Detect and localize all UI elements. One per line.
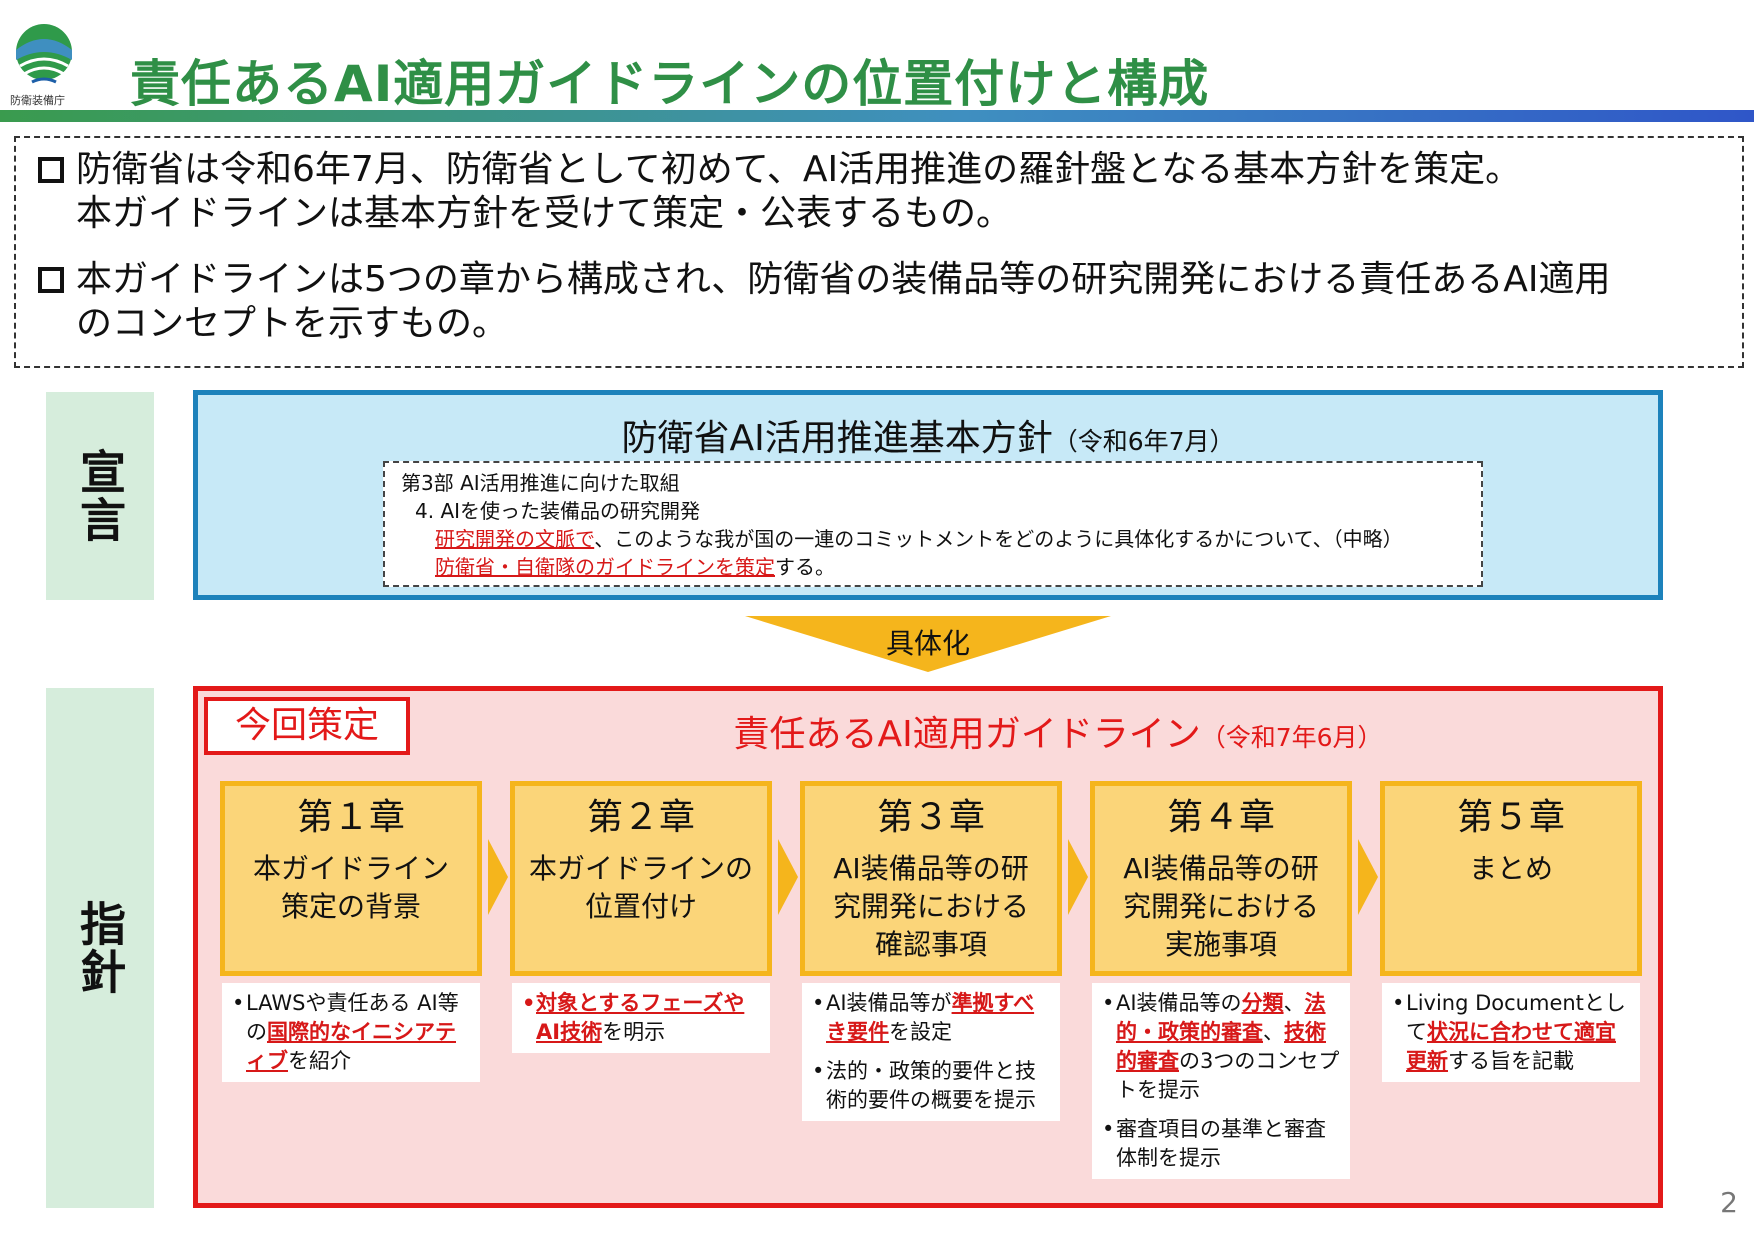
quote-line-1: 第3部 AI活用推進に向けた取組	[401, 471, 680, 495]
chapter-1-box: 第１章 本ガイドライン 策定の背景	[220, 781, 482, 976]
square-bullet-icon	[38, 157, 64, 183]
intro-bullet-2-line1: 本ガイドラインは5つの章から構成され、防衛省の装備品等の研究開発における責任ある…	[76, 259, 1611, 300]
chevron-right-icon	[488, 839, 508, 915]
intro-box: 防衛省は令和6年7月、防衛省として初めて、AI活用推進の羅針盤となる基本方針を策…	[14, 136, 1744, 368]
basic-policy-box: 防衛省AI活用推進基本方針（令和6年7月） 第3部 AI活用推進に向けた取組 4…	[193, 390, 1663, 600]
new-tag: 今回策定	[204, 697, 410, 755]
chevron-right-icon	[1358, 839, 1378, 915]
page-title: 責任あるAI適用ガイドラインの位置付けと構成	[130, 55, 1210, 113]
intro-bullet-1-line1: 防衛省は令和6年7月、防衛省として初めて、AI活用推進の羅針盤となる基本方針を策…	[76, 149, 1522, 190]
guideline-title: 責任あるAI適用ガイドライン（令和7年6月）	[733, 714, 1383, 755]
chapter-2-description: • 対象とするフェーズやAI技術を明示	[512, 983, 770, 1053]
chapter-2-box: 第２章 本ガイドラインの 位置付け	[510, 781, 772, 976]
chevron-right-icon	[1068, 839, 1088, 915]
intro-bullet-1: 防衛省は令和6年7月、防衛省として初めて、AI活用推進の羅針盤となる基本方針を策…	[38, 148, 1736, 236]
guideline-box: 今回策定 責任あるAI適用ガイドライン（令和7年6月） 第１章 本ガイドライン …	[193, 686, 1663, 1208]
chapter-3-description: • AI装備品等が準拠すべき要件を設定 • 法的・政策的要件と技術的要件の概要を…	[802, 983, 1060, 1121]
policy-quote: 第3部 AI活用推進に向けた取組 4. AIを使った装備品の研究開発 研究開発の…	[383, 461, 1483, 587]
title-divider	[0, 110, 1754, 122]
quote-line-4: 防衛省・自衛隊のガイドラインを策定する。	[435, 555, 835, 579]
chapter-4-description: • AI装備品等の分類、法的・政策的審査、技術的審査の3つのコンセプトを提示 •…	[1092, 983, 1350, 1179]
square-bullet-icon	[38, 267, 64, 293]
intro-bullet-2-line2: のコンセプトを示すもの。	[76, 303, 509, 344]
arrow-label: 具体化	[885, 627, 970, 660]
quote-line-2: 4. AIを使った装備品の研究開発	[415, 499, 701, 523]
chapter-5-description: • Living Documentとして状況に合わせて適宜更新する旨を記載	[1382, 983, 1640, 1082]
chapter-5-box: 第５章 まとめ	[1380, 781, 1642, 976]
side-label-declaration: 宣言	[46, 392, 154, 600]
chapter-3-box: 第３章 AI装備品等の研 究開発における 確認事項	[800, 781, 1062, 976]
quote-line-3: 研究開発の文脈で、このような我が国の一連のコミットメントをどのように具体化するか…	[435, 527, 1403, 551]
org-name: 防衛装備庁	[10, 94, 65, 107]
policy-title: 防衛省AI活用推進基本方針（令和6年7月）	[621, 418, 1235, 459]
guideline-date: （令和7年6月）	[1200, 723, 1383, 752]
side-label-guideline: 指針	[46, 688, 154, 1208]
page-number: 2	[1720, 1186, 1738, 1219]
intro-bullet-1-line2: 本ガイドラインは基本方針を受けて策定・公表するもの。	[76, 193, 1013, 234]
chapter-1-description: • LAWSや責任ある AI等の国際的なイニシアティブを紹介	[222, 983, 480, 1082]
defense-agency-logo-icon	[16, 24, 72, 84]
intro-bullet-2: 本ガイドラインは5つの章から構成され、防衛省の装備品等の研究開発における責任ある…	[38, 258, 1736, 346]
chevron-right-icon	[778, 839, 798, 915]
chapter-4-box: 第４章 AI装備品等の研 究開発における 実施事項	[1090, 781, 1352, 976]
down-arrow-icon	[745, 616, 1111, 672]
policy-date: （令和6年7月）	[1052, 427, 1235, 456]
